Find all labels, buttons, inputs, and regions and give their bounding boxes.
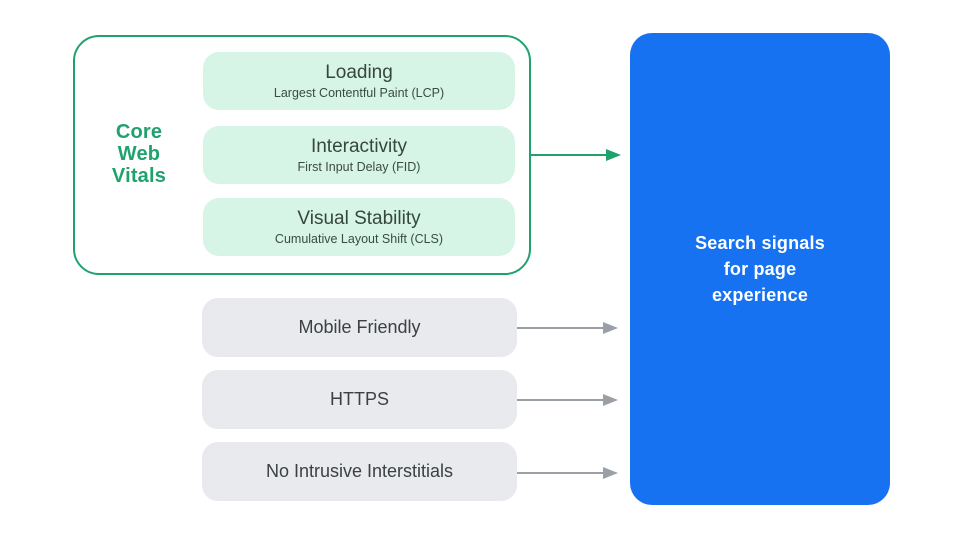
arrow-head <box>606 149 621 161</box>
signal-label-https: HTTPS <box>329 389 389 409</box>
search-signals-panel: Search signals for page experience <box>630 33 890 505</box>
vital-subtitle-lcp: Largest Contentful Paint (LCP) <box>273 85 445 100</box>
search-signals-text: Search signals for page experience <box>695 233 825 305</box>
arrow-right-icon-green <box>531 149 621 161</box>
arrow-right-icon-https <box>517 394 618 406</box>
vital-pill-visual-stability: Visual Stability Cumulative Layout Shift… <box>203 198 515 256</box>
signal-pill-no-intrusive-interstitials: No Intrusive Interstitials <box>202 442 517 501</box>
vital-title-interactivity: Interactivity <box>310 135 408 157</box>
signal-label-no-intrusive-interstitials: No Intrusive Interstitials <box>265 461 454 481</box>
arrow-right-icon-mobile-friendly <box>517 322 618 334</box>
vital-subtitle-fid: First Input Delay (FID) <box>297 159 421 174</box>
signal-pill-https: HTTPS <box>202 370 517 429</box>
arrow-head <box>603 467 618 479</box>
vital-title-visual-stability: Visual Stability <box>297 207 421 229</box>
signal-pill-mobile-friendly: Mobile Friendly <box>202 298 517 357</box>
core-web-vitals-label: Core Web Vitals <box>111 121 167 187</box>
vital-subtitle-cls: Cumulative Layout Shift (CLS) <box>274 231 444 246</box>
arrow-right-icon-interstitials <box>517 467 618 479</box>
vital-pill-interactivity: Interactivity First Input Delay (FID) <box>203 126 515 184</box>
signal-label-mobile-friendly: Mobile Friendly <box>298 317 421 337</box>
vital-title-loading: Loading <box>325 61 393 83</box>
arrow-head <box>603 394 618 406</box>
arrow-head <box>603 322 618 334</box>
vital-pill-loading: Loading Largest Contentful Paint (LCP) <box>203 52 515 110</box>
